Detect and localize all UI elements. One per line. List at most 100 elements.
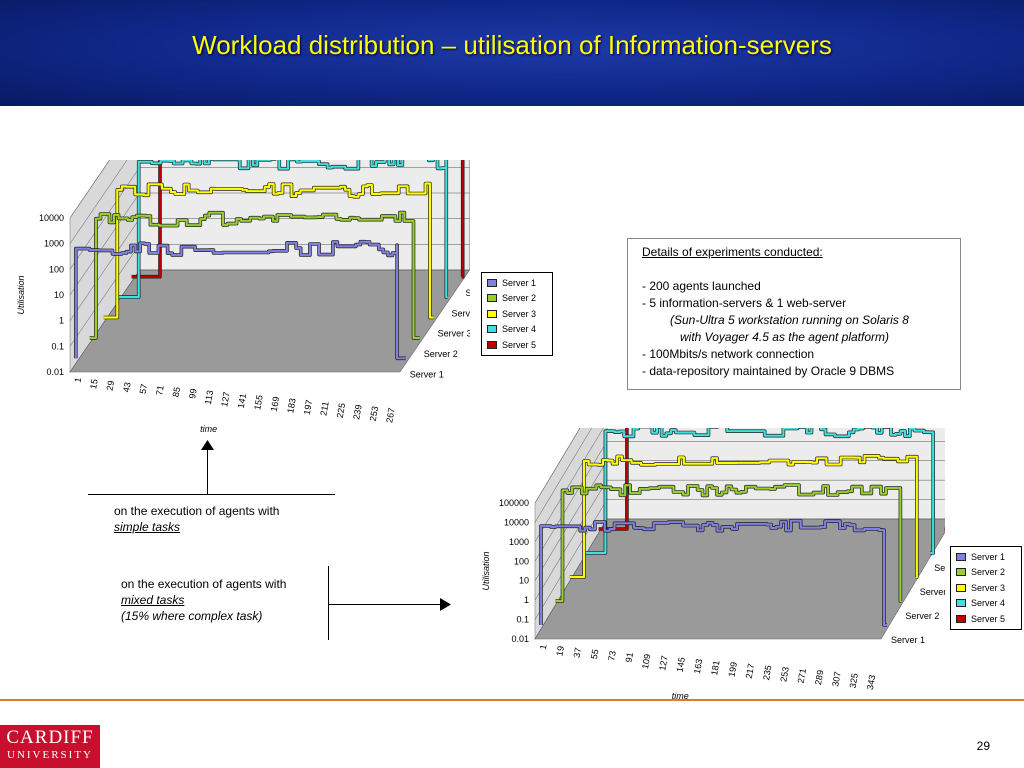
gridline xyxy=(534,428,592,523)
legend-swatch xyxy=(956,583,966,592)
details-line: - 5 information-servers & 1 web-server xyxy=(642,296,847,310)
logo-line2: UNIVERSITY xyxy=(7,749,93,761)
x-tick-label: 99 xyxy=(187,388,199,400)
y-tick-label: 1 xyxy=(59,316,64,326)
caption-simple: on the execution of agents with simple t… xyxy=(114,503,279,535)
caption-mixed-note: (15% where complex task) xyxy=(121,609,263,623)
details-heading: Details of experiments conducted: xyxy=(642,245,823,259)
legend-swatch xyxy=(487,309,497,318)
caption-divider xyxy=(328,566,329,640)
legend-label: Server 5 xyxy=(502,339,537,350)
x-tick-label: 199 xyxy=(726,661,738,678)
y-tick-label: 0.1 xyxy=(516,615,529,625)
x-tick-label: 307 xyxy=(830,671,842,688)
x-tick-label: 113 xyxy=(203,389,215,405)
legend-swatch xyxy=(956,568,966,577)
gridline xyxy=(69,160,128,244)
depth-axis-label: Server 4 xyxy=(452,308,470,318)
legend-item: Server 4 xyxy=(487,322,547,338)
depth-axis-label: Server 4 xyxy=(934,563,945,573)
details-line: (Sun-Ultra 5 workstation running on Sola… xyxy=(670,313,909,327)
x-axis-label: time xyxy=(672,691,689,701)
y-tick-label: 10 xyxy=(519,576,529,586)
caption-simple-emph: simple tasks xyxy=(114,520,181,534)
x-tick-label: 109 xyxy=(640,653,652,670)
legend-item: Server 3 xyxy=(487,306,547,322)
depth-axis-label: Server 5 xyxy=(465,288,470,298)
series-line xyxy=(74,240,406,360)
legend-swatch xyxy=(487,294,497,303)
x-tick-label: 57 xyxy=(138,383,150,395)
details-line: - 100Mbits/s network connection xyxy=(642,347,815,361)
slide-title: Workload distribution – utilisation of I… xyxy=(192,30,832,60)
y-tick-label: 100 xyxy=(49,264,64,274)
chart-mixed-tasks: 0.010.1110100100010000100000Utilisation1… xyxy=(481,428,945,701)
x-tick-label: 343 xyxy=(865,674,877,691)
caption-rule xyxy=(88,494,335,495)
legend-label: Server 2 xyxy=(502,293,537,304)
x-tick-label: 1 xyxy=(538,644,549,651)
depth-axis-label: Server 1 xyxy=(410,370,444,380)
page-number: 29 xyxy=(976,739,990,753)
x-tick-label: 181 xyxy=(709,660,721,677)
y-axis-label: Utilisation xyxy=(16,275,26,314)
y-tick-label: 0.01 xyxy=(46,367,64,377)
chart-floor xyxy=(69,269,470,373)
legend-swatch xyxy=(487,278,497,287)
logo-line1: CARDIFF xyxy=(6,727,94,748)
legend-label: Server 4 xyxy=(502,324,537,335)
legend-swatch xyxy=(956,614,966,623)
details-box: Details of experiments conducted: - 200 … xyxy=(627,238,961,390)
caption-mixed-emph: mixed tasks xyxy=(121,593,185,607)
x-tick-label: 253 xyxy=(778,666,790,683)
legend-item: Server 1 xyxy=(487,275,547,291)
series-line xyxy=(555,483,902,603)
x-tick-label: 325 xyxy=(848,672,860,689)
x-tick-label: 183 xyxy=(285,397,297,414)
title-banner: Workload distribution – utilisation of I… xyxy=(0,0,1024,106)
series-line xyxy=(89,211,420,339)
series-line xyxy=(569,454,918,579)
arrow-shaft xyxy=(207,448,208,494)
x-axis-label: time xyxy=(200,424,217,434)
legend-label: Server 1 xyxy=(502,277,537,288)
x-tick-label: 253 xyxy=(368,405,380,422)
x-tick-label: 127 xyxy=(657,655,669,672)
legend-item: Server 5 xyxy=(956,611,1016,627)
x-tick-label: 271 xyxy=(796,668,808,685)
legend-label: Server 5 xyxy=(971,613,1006,624)
y-tick-label: 0.01 xyxy=(511,634,529,644)
x-tick-label: 43 xyxy=(121,381,133,393)
legend-label: Server 2 xyxy=(971,567,1006,578)
x-tick-label: 225 xyxy=(335,402,347,419)
x-tick-label: 267 xyxy=(384,407,396,424)
y-tick-label: 10000 xyxy=(504,517,529,527)
x-tick-label: 29 xyxy=(105,380,117,392)
gridline xyxy=(534,428,581,504)
caption-simple-text: on the execution of agents with xyxy=(114,504,280,518)
depth-axis-label: Server 2 xyxy=(905,611,939,621)
x-tick-label: 217 xyxy=(744,663,756,680)
legend-label: Server 3 xyxy=(971,582,1006,593)
legend-item: Server 5 xyxy=(487,337,547,353)
arrow-right-icon xyxy=(440,598,451,611)
footer-rule xyxy=(0,699,1024,701)
legend-item: Server 3 xyxy=(956,580,1016,596)
legend-label: Server 3 xyxy=(502,308,537,319)
y-tick-label: 1000 xyxy=(509,537,529,547)
arrow-up-icon xyxy=(201,440,214,450)
y-tick-label: 10000 xyxy=(39,213,64,223)
x-tick-label: 169 xyxy=(269,396,281,413)
chart-back-wall xyxy=(606,428,945,520)
y-tick-label: 1 xyxy=(524,595,529,605)
x-tick-label: 85 xyxy=(171,386,183,398)
series-line xyxy=(103,182,434,319)
depth-axis-label: Server 1 xyxy=(891,635,925,645)
y-axis-label: Utilisation xyxy=(481,551,491,590)
legend-item: Server 1 xyxy=(956,549,1016,565)
details-line: - data-repository maintained by Oracle 9… xyxy=(642,364,895,378)
details-line: with Voyager 4.5 as the agent platform) xyxy=(680,330,890,344)
series-line xyxy=(539,519,887,627)
